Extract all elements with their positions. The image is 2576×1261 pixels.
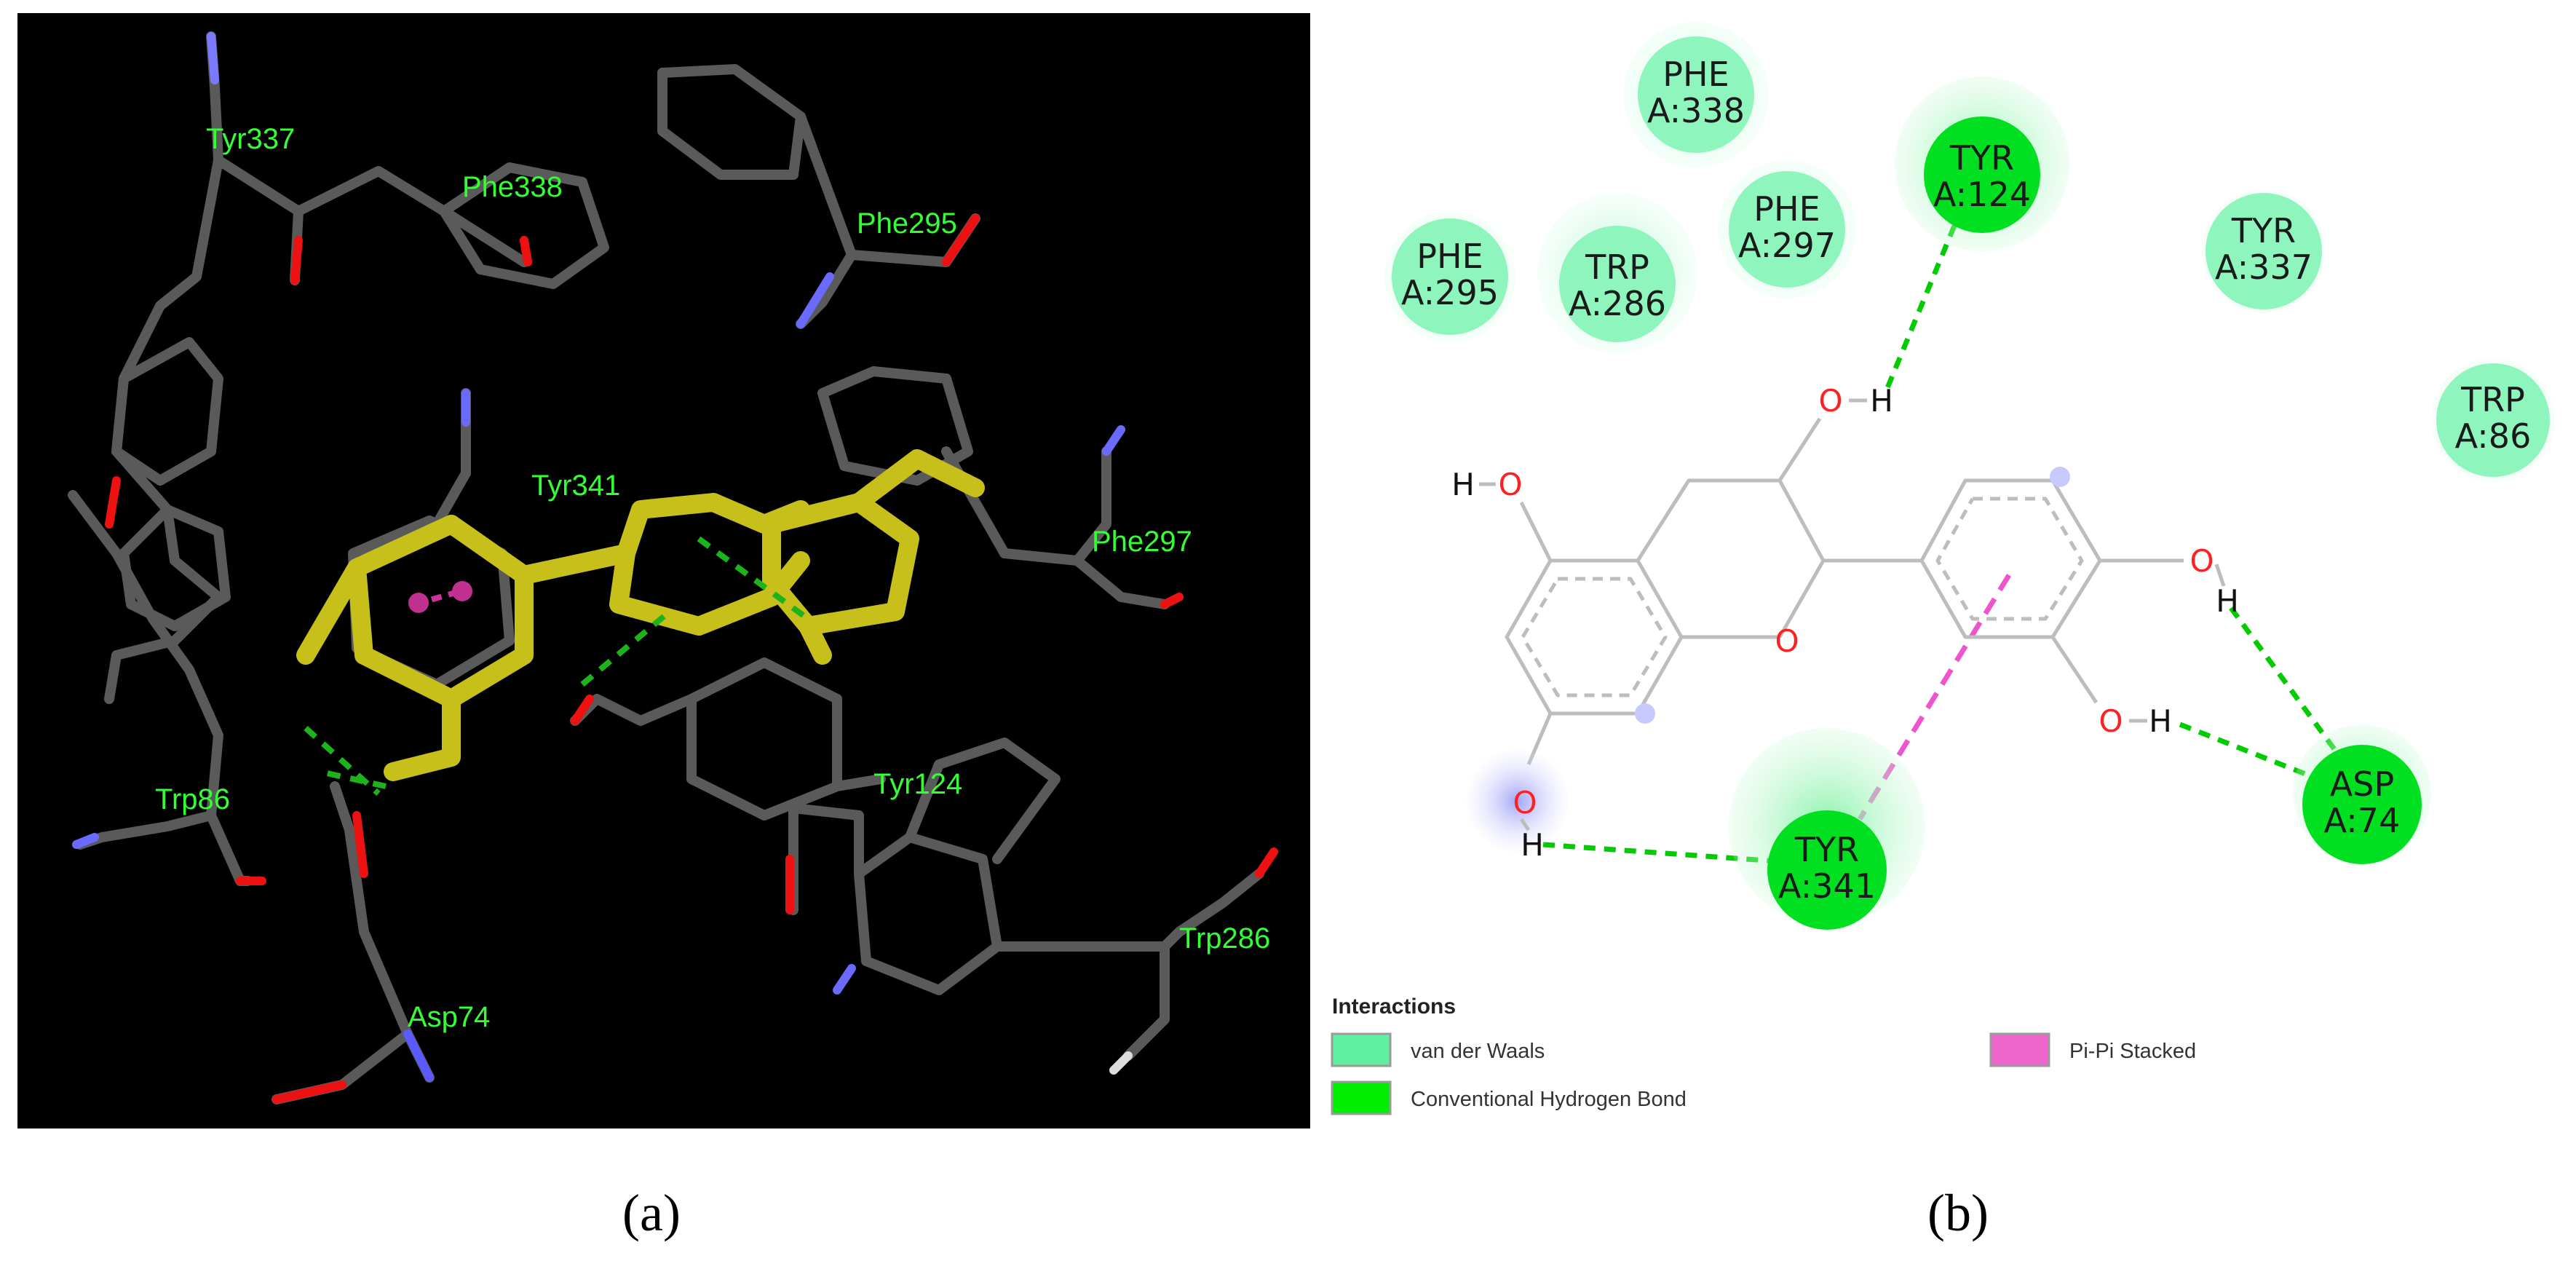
atom-h-5: H xyxy=(2149,703,2172,739)
atom-o-3: O xyxy=(1818,383,1842,419)
oh-bonds xyxy=(1479,398,2226,831)
residue-phe297-name: PHE xyxy=(1753,189,1820,229)
label-tyr124: Tyr124 xyxy=(873,768,962,800)
residue-tyr124: TYR A:124 xyxy=(1895,76,2069,251)
residue-phe338-id: A:338 xyxy=(1647,91,1745,130)
residue-tyr124-id: A:124 xyxy=(1933,175,2031,214)
donor-glow-small-2 xyxy=(2050,467,2070,487)
hydrogen-atoms: H H H H H xyxy=(1451,383,2239,863)
residue-tyr341: TYR A:341 xyxy=(1729,728,1925,930)
residue-tyr124-name: TYR xyxy=(1949,138,2014,178)
atom-h-2: H xyxy=(1521,827,1544,863)
hbond-dashes-3d xyxy=(304,536,810,796)
heteroatom-accents xyxy=(72,32,1278,1104)
ligand-2d-skeleton xyxy=(1505,417,2184,765)
residue-phe297-id: A:297 xyxy=(1738,226,1836,265)
donor-glow-small-1 xyxy=(1635,703,1655,724)
residue-phe295-name: PHE xyxy=(1416,237,1483,276)
hbond-tyr124 xyxy=(1882,224,1957,395)
label-tyr341: Tyr341 xyxy=(531,470,620,502)
legend-label-pipi: Pi-Pi Stacked xyxy=(2069,1040,2196,1063)
label-trp86: Trp86 xyxy=(155,783,230,815)
legend-swatch-pipi xyxy=(1989,1032,2050,1067)
label-phe297: Phe297 xyxy=(1092,526,1192,558)
panel-b-2d-diagram: O O O O O O H H H H H xyxy=(1331,22,2555,1115)
legend-swatch-vdw xyxy=(1331,1032,1392,1067)
residue-discs: PHE A:338 TYR A:124 PHE A:297 PHE xyxy=(1384,22,2555,930)
ligand-sticks xyxy=(296,449,985,781)
atom-h-1: H xyxy=(1451,467,1475,502)
residue-trp86-name: TRP xyxy=(2460,380,2525,419)
atom-h-4: H xyxy=(2216,583,2239,619)
residue-trp286: TRP A:286 xyxy=(1537,193,1697,353)
hbond-asp74-b xyxy=(2179,722,2338,789)
residue-trp286-name: TRP xyxy=(1585,248,1649,287)
panel-a-labels: Tyr337 Phe338 Phe295 Tyr341 Phe297 Trp86… xyxy=(155,123,1270,1033)
residue-tyr341-name: TYR xyxy=(1794,830,1859,869)
legend-title: Interactions xyxy=(1332,995,1456,1019)
residue-tyr341-id: A:341 xyxy=(1778,866,1876,906)
atom-o-4: O xyxy=(1775,623,1799,659)
atom-o-1: O xyxy=(1498,467,1522,502)
label-asp74: Asp74 xyxy=(408,1001,490,1033)
residue-tyr337-id: A:337 xyxy=(2215,248,2313,287)
residue-asp74-id: A:74 xyxy=(2324,801,2401,840)
legend-label-vdw: van der Waals xyxy=(1411,1040,1545,1063)
atom-h-3: H xyxy=(1870,383,1893,419)
residue-asp74-name: ASP xyxy=(2330,764,2394,804)
label-trp286: Trp286 xyxy=(1179,922,1270,954)
label-phe338: Phe338 xyxy=(462,171,563,203)
residue-trp86-id: A:86 xyxy=(2455,416,2532,456)
residue-asp74: ASP A:74 xyxy=(2293,724,2431,864)
panel-a-3d-view: Tyr337 Phe338 Phe295 Tyr341 Phe297 Trp86… xyxy=(17,13,1310,1128)
legend-label-hbond: Conventional Hydrogen Bond xyxy=(1411,1088,1687,1111)
donor-glow-ring-a xyxy=(1467,750,1569,852)
residue-phe295: PHE A:295 xyxy=(1384,211,1515,342)
label-tyr337: Tyr337 xyxy=(206,123,295,155)
atom-o-6: O xyxy=(2099,703,2123,739)
residue-phe338-name: PHE xyxy=(1662,55,1729,94)
atom-o-5: O xyxy=(2189,543,2214,579)
caption-a: (a) xyxy=(622,1184,681,1242)
residue-trp86: TRP A:86 xyxy=(2431,358,2555,482)
residue-tyr337: TYR A:337 xyxy=(2202,189,2326,313)
interactions-legend: Interactions van der Waals Conventional … xyxy=(1331,995,2196,1115)
pi-stack-centroids xyxy=(408,581,472,613)
legend-swatch-hbond xyxy=(1331,1080,1392,1115)
atom-o-2: O xyxy=(1513,785,1537,821)
residue-phe297: PHE A:297 xyxy=(1718,160,1856,299)
hbond-asp74-a xyxy=(2229,606,2342,759)
residue-phe295-id: A:295 xyxy=(1401,273,1499,312)
label-phe295: Phe295 xyxy=(857,207,957,240)
residue-phe338: PHE A:338 xyxy=(1623,22,1769,167)
oxygen-atoms: O O O O O O xyxy=(1498,383,2214,821)
residue-tyr337-name: TYR xyxy=(2231,211,2296,250)
caption-b: (b) xyxy=(1927,1184,1989,1242)
residue-trp286-id: A:286 xyxy=(1569,284,1666,323)
